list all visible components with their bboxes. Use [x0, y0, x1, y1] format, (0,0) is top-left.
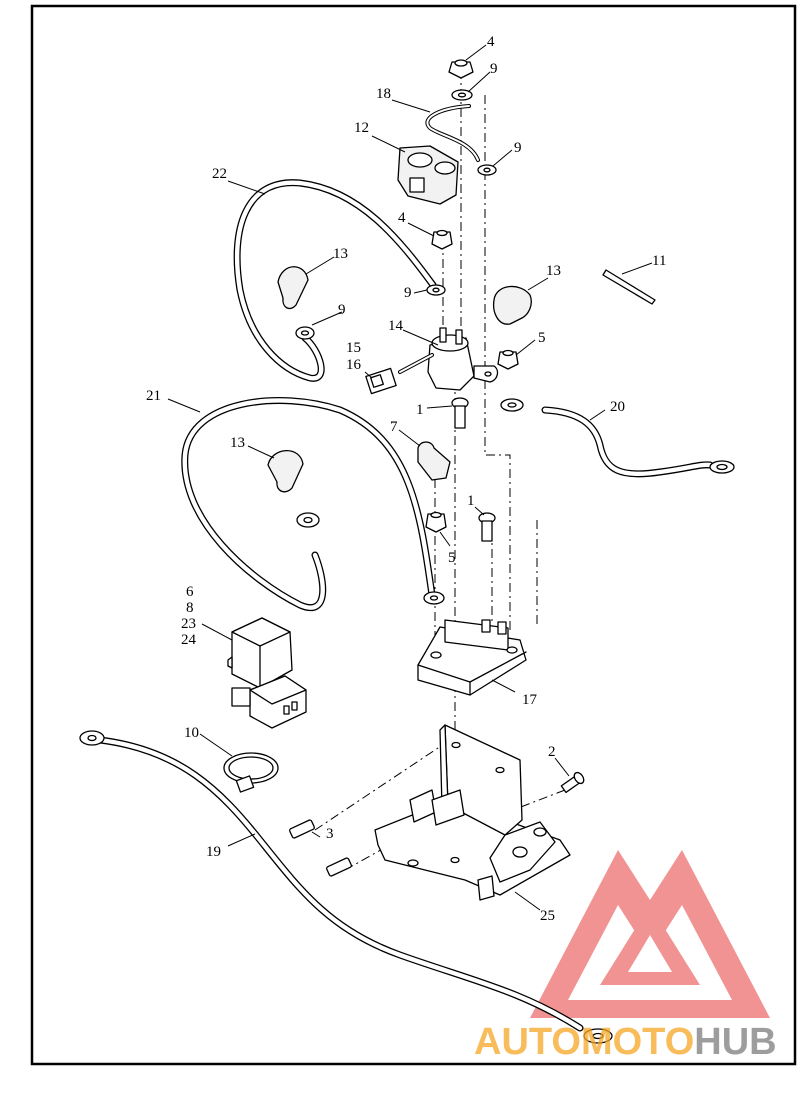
nut-4-top	[448, 59, 474, 79]
callout-1-b: 1	[467, 493, 475, 509]
battery-cable-21	[181, 397, 436, 611]
callout-12: 12	[354, 120, 369, 136]
callout-9-a: 9	[490, 61, 498, 77]
callout-4-mid: 4	[398, 210, 406, 226]
nut-4-mid	[431, 229, 453, 250]
terminal-boot-7	[417, 441, 451, 481]
battery-cable-22	[233, 179, 437, 382]
callout-7: 7	[390, 419, 398, 435]
svg-text:AUTOMOTOHUB: AUTOMOTOHUB	[474, 1021, 777, 1063]
callout-21: 21	[146, 388, 161, 404]
callout-3: 3	[326, 826, 334, 842]
electrical-bracket-25	[374, 724, 571, 901]
mounting-block-17	[417, 619, 527, 696]
boot-13-left-upper	[277, 266, 309, 310]
callout-10: 10	[184, 725, 199, 741]
main-ground-cable-19	[96, 736, 584, 1032]
watermark-auto: AUTO	[474, 1021, 581, 1063]
boot-13-right	[492, 285, 532, 325]
callout-25: 25	[540, 908, 555, 924]
callout-leaders	[167, 44, 653, 911]
callout-15: 15	[346, 340, 361, 356]
callout-2: 2	[548, 744, 556, 760]
callout-17: 17	[522, 692, 538, 708]
watermark-moto: MOTO	[581, 1021, 694, 1063]
boot-13-left-lower	[267, 450, 304, 493]
callout-24: 24	[181, 632, 197, 648]
callout-9-d: 9	[338, 302, 346, 318]
callout-23: 23	[181, 616, 196, 632]
jumper-wire-18	[425, 104, 480, 162]
watermark-logo	[530, 850, 770, 1018]
circuit-breaker-cover-12	[397, 145, 459, 205]
callout-4-top: 4	[487, 34, 495, 50]
callout-16: 16	[346, 357, 362, 373]
nut-5-lower	[425, 511, 447, 533]
callout-13-b: 13	[546, 263, 561, 279]
callout-6: 6	[186, 584, 194, 600]
ground-cable-20	[541, 406, 714, 478]
callout-1-a: 1	[416, 402, 424, 418]
starter-relay-14	[398, 327, 499, 391]
relay-assembly-6-8-23-24	[227, 617, 307, 729]
callout-20: 20	[610, 399, 625, 415]
callout-5-a: 5	[538, 330, 546, 346]
cable-strap-10	[223, 752, 279, 793]
screws-3	[289, 819, 352, 877]
ring-terminals	[79, 89, 735, 1044]
callout-9-c: 9	[404, 285, 412, 301]
callout-14: 14	[388, 318, 404, 334]
diagram-frame	[30, 4, 797, 1066]
callout-5-b: 5	[448, 550, 456, 566]
screw-1-lower	[478, 512, 496, 542]
watermark-wordmark: AUTOMOTOHUB	[474, 1021, 777, 1063]
screw-2	[560, 771, 585, 794]
callout-22: 22	[212, 166, 227, 182]
callout-19: 19	[206, 844, 221, 860]
watermark	[530, 850, 770, 1018]
callout-13-c: 13	[230, 435, 245, 451]
callout-9-b: 9	[514, 140, 522, 156]
callout-labels: 4 9 18 9 12 22 4 13 13 11 9 9 14 5 15 16…	[146, 34, 666, 924]
callout-18: 18	[376, 86, 391, 102]
screw-1-upper	[451, 397, 469, 429]
cable-strap-11	[602, 269, 656, 305]
watermark-hub: HUB	[694, 1021, 776, 1063]
callout-13-a: 13	[333, 246, 348, 262]
callout-8: 8	[186, 600, 194, 616]
connector-15-16	[365, 367, 397, 395]
nut-5-upper	[497, 349, 519, 370]
callout-11: 11	[652, 253, 666, 269]
